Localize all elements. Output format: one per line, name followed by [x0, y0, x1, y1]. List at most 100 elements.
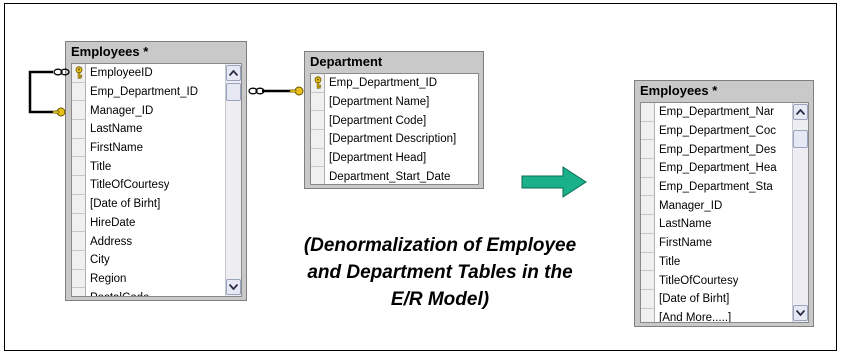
table-row[interactable]: Manager_ID [641, 196, 808, 216]
scroll-down-icon[interactable] [226, 279, 241, 295]
row-selector[interactable] [311, 111, 325, 131]
table-title: Employees * [640, 83, 718, 98]
row-selector[interactable] [72, 269, 86, 289]
row-selector[interactable] [311, 148, 325, 168]
table-body: Emp_Department_ID [Department Name] [Depar… [310, 73, 479, 185]
row-selector[interactable] [72, 138, 86, 158]
table-row[interactable]: [Date of Birht] [72, 194, 241, 214]
scroll-down-icon[interactable] [793, 305, 808, 321]
column-name: HireDate [90, 216, 136, 229]
column-name: Manager_ID [659, 199, 723, 212]
row-selector[interactable] [311, 167, 325, 184]
column-name: [Department Code] [329, 114, 427, 127]
row-selector[interactable] [72, 250, 86, 270]
scroll-thumb[interactable] [226, 83, 241, 101]
department-table[interactable]: Department Emp_Department_ID [Department … [304, 51, 484, 189]
column-name: TitleOfCourtesy [659, 274, 739, 287]
table-row[interactable]: LastName [72, 120, 241, 139]
column-name: Emp_Department_Nar [659, 106, 775, 119]
primary-key-icon [314, 76, 322, 89]
row-selector[interactable] [72, 176, 86, 195]
table-row[interactable]: Emp_Department_ID [72, 82, 241, 102]
row-selector[interactable] [641, 215, 655, 234]
column-name: [Department Name] [329, 96, 430, 109]
table-row[interactable]: EmployeeID [72, 64, 241, 83]
table-row[interactable]: Manager_ID [72, 101, 241, 121]
column-name: Emp_Department_Coc [659, 125, 776, 138]
table-row[interactable]: Emp_Department_Hea [641, 159, 808, 178]
table-row[interactable]: Emp_Department_Sta [641, 177, 808, 197]
row-selector[interactable] [641, 177, 655, 197]
row-selector[interactable] [72, 232, 86, 251]
caption-line: E/R Model) [390, 289, 490, 310]
row-selector[interactable] [641, 271, 655, 290]
column-name: LastName [659, 218, 712, 231]
table-row[interactable]: TitleOfCourtesy [72, 176, 241, 195]
table-row[interactable]: PostalCode [72, 288, 241, 296]
column-name: Department_Start_Date [329, 170, 451, 183]
row-selector[interactable] [72, 101, 86, 121]
table-row[interactable]: Emp_Department_Des [641, 140, 808, 160]
row-selector[interactable] [641, 308, 655, 322]
caption-line: (Denormalization of Employee [303, 235, 577, 256]
scrollbar[interactable] [225, 64, 241, 296]
row-selector[interactable] [641, 140, 655, 160]
row-selector[interactable] [72, 120, 86, 139]
table-row[interactable]: FirstName [641, 233, 808, 253]
table-row[interactable]: Title [72, 157, 241, 177]
column-name: Emp_Department_Sta [659, 181, 773, 194]
table-row[interactable]: [Department Description] [311, 130, 478, 149]
row-selector[interactable] [72, 64, 86, 83]
table-row[interactable]: TitleOfCourtesy [641, 271, 808, 290]
table-row[interactable]: [Date of Birht] [641, 289, 808, 309]
column-name: Region [90, 272, 127, 285]
table-row[interactable]: Title [641, 252, 808, 272]
row-selector[interactable] [311, 92, 325, 112]
row-selector[interactable] [641, 159, 655, 178]
row-selector[interactable] [311, 130, 325, 149]
table-row[interactable]: HireDate [72, 213, 241, 233]
table-row[interactable]: Emp_Department_ID [311, 74, 478, 93]
table-row[interactable]: Region [72, 269, 241, 289]
row-selector[interactable] [641, 196, 655, 216]
column-name: [And More.....] [659, 311, 732, 323]
scroll-up-icon[interactable] [793, 104, 808, 120]
diagram-caption: (Denormalization of Employee and Departm… [260, 232, 620, 313]
table-row[interactable]: LastName [641, 215, 808, 234]
row-selector[interactable] [72, 213, 86, 233]
caption-line: and Department Tables in the [307, 262, 573, 283]
scroll-up-icon[interactable] [226, 65, 241, 81]
column-name: [Date of Birht] [90, 198, 161, 211]
table-row[interactable]: Department_Start_Date [311, 167, 478, 184]
row-selector[interactable] [311, 74, 325, 93]
scrollbar[interactable] [792, 103, 808, 322]
table-row[interactable]: City [72, 250, 241, 270]
row-selector[interactable] [72, 157, 86, 177]
row-selector[interactable] [72, 288, 86, 296]
table-row[interactable]: Emp_Department_Coc [641, 121, 808, 141]
table-row[interactable]: Address [72, 232, 241, 251]
table-row[interactable]: Emp_Department_Nar [641, 103, 808, 122]
row-selector[interactable] [641, 103, 655, 122]
row-selector[interactable] [641, 233, 655, 253]
column-name: Manager_ID [90, 104, 154, 117]
scroll-thumb[interactable] [793, 130, 808, 148]
column-name: Title [659, 255, 681, 268]
row-selector[interactable] [641, 121, 655, 141]
row-selector[interactable] [72, 82, 86, 102]
column-name: Title [90, 160, 112, 173]
table-title: Department [310, 54, 383, 69]
table-row[interactable]: [Department Head] [311, 148, 478, 168]
column-name: LastName [90, 123, 143, 136]
table-row[interactable]: FirstName [72, 138, 241, 158]
row-selector[interactable] [641, 289, 655, 309]
table-row[interactable]: [Department Name] [311, 92, 478, 112]
table-row[interactable]: [Department Code] [311, 111, 478, 131]
row-selector[interactable] [641, 252, 655, 272]
row-selector[interactable] [72, 194, 86, 214]
table-row[interactable]: [And More.....] [641, 308, 808, 323]
